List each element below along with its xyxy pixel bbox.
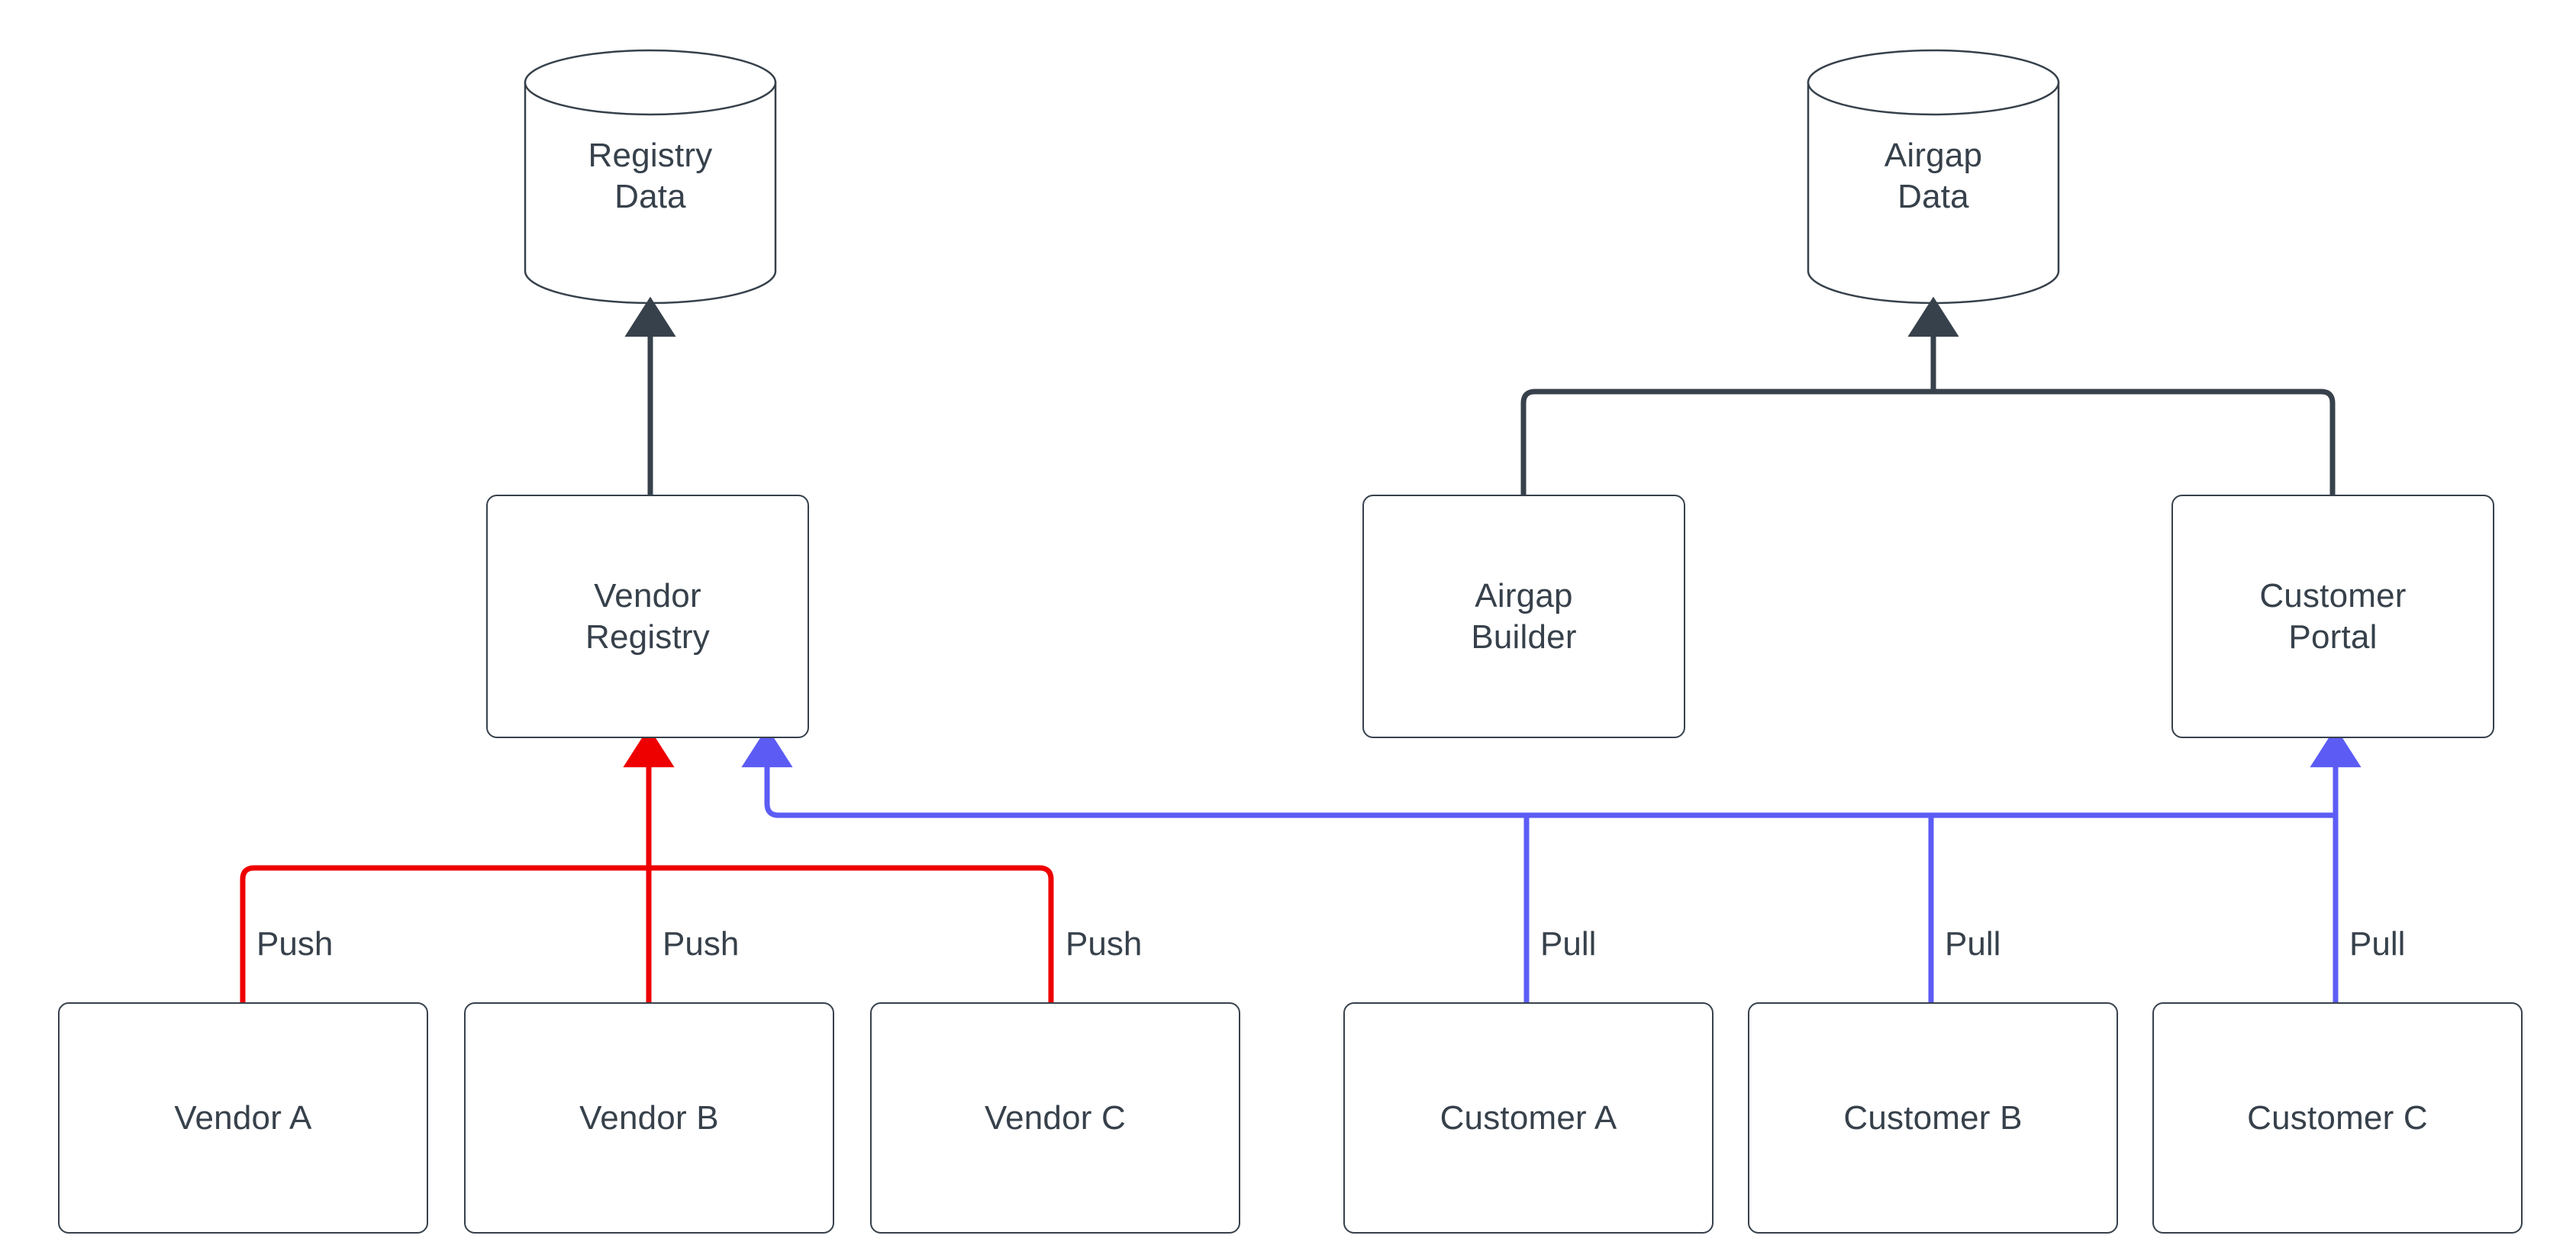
edge-customer-portal-to-bus [1933,389,2336,495]
registry-data-cylinder-shape [524,49,777,305]
vendor-a-node[interactable]: Vendor A [58,1002,428,1234]
customer-b-label: Customer B [1843,1098,2023,1137]
edge-pull-customer-a [741,727,1530,1002]
customer-a-node[interactable]: Customer A [1343,1002,1714,1234]
registry-data-store[interactable]: Registry Data [525,50,775,302]
airgap-builder-node[interactable]: Airgap Builder [1362,495,1685,738]
vendor-c-label: Vendor C [984,1098,1127,1137]
vendor-b-label: Vendor B [579,1098,719,1137]
edge-label-push-vendor-b: Push [663,925,740,963]
edge-push-vendor-a [240,865,649,1002]
registry-data-label: Registry Data [588,137,713,215]
customer-c-node[interactable]: Customer C [2152,1002,2523,1234]
edge-label-push-vendor-a: Push [256,925,334,963]
edge-label-pull-customer-c: Pull [2349,925,2406,963]
customer-portal-label: Customer Portal [2259,576,2407,656]
customer-c-label: Customer C [2247,1098,2428,1137]
airgap-data-cylinder-shape [1807,49,2060,305]
vendor-registry-label: Vendor Registry [585,576,710,656]
edge-label-pull-customer-a: Pull [1540,925,1597,963]
edge-airgap-builder-to-bus [1520,389,1933,495]
customer-b-node[interactable]: Customer B [1748,1002,2118,1234]
vendor-b-node[interactable]: Vendor B [464,1002,834,1234]
edge-label-pull-customer-b: Pull [1945,925,2001,963]
airgap-builder-label: Airgap Builder [1471,576,1577,656]
edge-label-push-vendor-c: Push [1066,925,1143,963]
customer-portal-node[interactable]: Customer Portal [2171,495,2494,738]
vendor-registry-node[interactable]: Vendor Registry [486,495,809,738]
airgap-data-label: Airgap Data [1884,137,1983,215]
vendor-c-node[interactable]: Vendor C [870,1002,1240,1234]
edge-push-vendor-c [649,865,1054,1002]
vendor-a-label: Vendor A [174,1098,312,1137]
customer-a-label: Customer A [1440,1098,1617,1137]
airgap-data-store[interactable]: Airgap Data [1808,50,2059,302]
